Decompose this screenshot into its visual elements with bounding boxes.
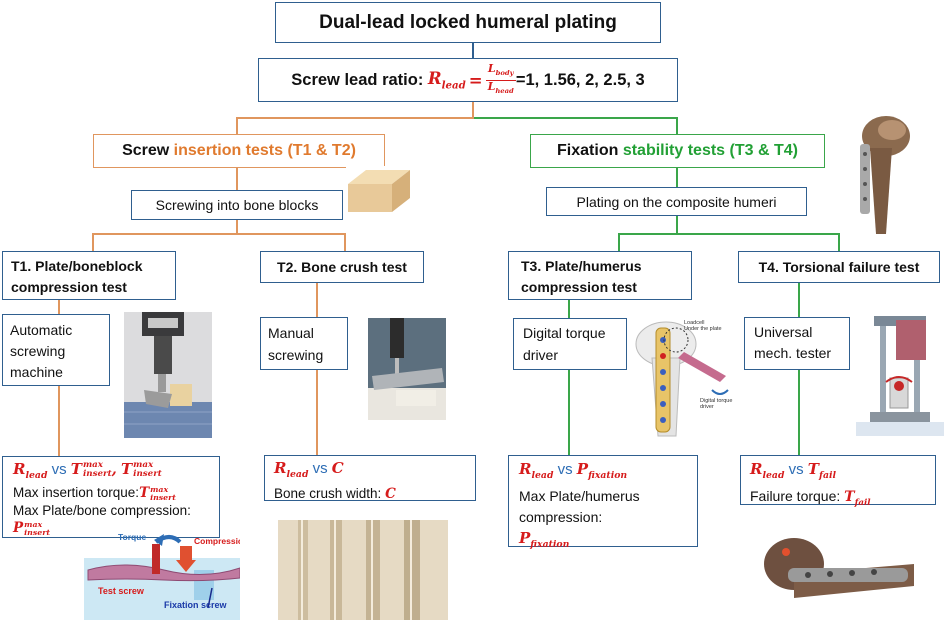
connector-line — [618, 233, 840, 235]
connector-line — [92, 233, 346, 235]
t3-method: Digital torque driver — [523, 325, 606, 363]
r-lead-symbol: Rlead — [427, 68, 466, 92]
connector-line — [236, 168, 238, 190]
t1-max-compression: Max Plate/bone compression: — [13, 503, 191, 518]
lead-ratio-values: =1, 1.56, 2, 2.5, 3 — [515, 70, 645, 89]
t2-result-box: Rlead vs C Bone crush width: C — [264, 455, 476, 502]
t4-method-box: Universal mech. tester — [744, 317, 850, 370]
connector-line — [474, 117, 677, 119]
torque-label: Torque — [118, 532, 147, 542]
connector-line — [568, 300, 570, 318]
lead-fraction: Lbody Lhead — [485, 63, 516, 96]
t4-title: T4. Torsional failure test — [758, 259, 920, 275]
connector-line — [236, 117, 474, 119]
connector-line — [58, 300, 60, 314]
connector-line — [236, 117, 238, 134]
fixation-tests-box: Fixation stability tests (T3 & T4) — [530, 134, 825, 168]
t3-method-box: Digital torque driver — [513, 318, 627, 370]
t3-relation: Rlead vs Pfixation — [519, 460, 628, 481]
fraction-numerator: Lbody — [485, 63, 516, 81]
under-plate-label: Under the plate — [684, 326, 722, 332]
insertion-tests-box: Screw insertion tests (T1 & T2) — [93, 134, 385, 168]
connector-line — [676, 117, 678, 134]
t1-method-box: Automatic screwing machine — [2, 314, 110, 386]
lead-ratio-box: Screw lead ratio: Rlead = Lbody Lhead =1… — [258, 58, 678, 102]
connector-line — [798, 370, 800, 455]
t3-p-fixation: Pfixation — [519, 529, 570, 550]
composite-humeri-label: Plating on the composite humeri — [576, 193, 777, 210]
compression-label: Compression — [194, 536, 240, 546]
connector-line — [676, 216, 678, 234]
t2-title: T2. Bone crush test — [277, 259, 407, 275]
t1-title-box: T1. Plate/boneblock compression test — [2, 251, 176, 300]
main-title-box: Dual-lead locked humeral plating — [275, 2, 661, 43]
insertion-highlight: insertion tests (T1 & T2) — [173, 142, 356, 159]
insertion-prefix: Screw — [122, 142, 174, 159]
t1-method: Automatic screwing machine — [10, 322, 73, 380]
mech-tester-image — [856, 316, 944, 436]
screw-insertion-illustration: Torque Compression Test screw Fixation s… — [84, 530, 240, 620]
t4-result-box: Rlead vs Tfail Failure torque: Tfail — [740, 455, 936, 508]
fixation-prefix: Fixation — [557, 142, 623, 159]
connector-line — [472, 43, 474, 59]
connector-line — [58, 386, 60, 456]
connector-line — [472, 102, 474, 118]
loadcell-label: Loadcell — [684, 320, 705, 326]
composite-humeri-box: Plating on the composite humeri — [546, 187, 807, 216]
connector-line — [236, 220, 238, 234]
connector-line — [676, 168, 678, 187]
t3-title-box: T3. Plate/humerus compression test — [508, 251, 692, 300]
plated-humerus-image — [846, 114, 914, 240]
failed-specimen-image — [758, 534, 914, 614]
humerus-text-labels: Loadcell Under the plate — [684, 320, 722, 332]
fixation-highlight: stability tests (T3 & T4) — [622, 142, 798, 159]
connector-line — [568, 370, 570, 455]
bone-crush-image — [278, 520, 448, 620]
connector-line — [316, 370, 318, 455]
connector-line — [618, 233, 620, 251]
connector-line — [92, 233, 94, 251]
lead-ratio-label: Screw lead ratio: — [291, 70, 424, 89]
fraction-denominator: Lhead — [487, 79, 514, 95]
bone-block-image — [346, 166, 412, 214]
connector-line — [798, 283, 800, 317]
test-screw-label: Test screw — [98, 586, 144, 596]
t2-crush-width: Bone crush width: C — [274, 486, 396, 502]
t2-method: Manual screwing — [268, 325, 324, 363]
connector-line — [344, 233, 346, 251]
t4-failure-torque: Failure torque: Tfail — [750, 488, 871, 508]
t2-title-box: T2. Bone crush test — [260, 251, 424, 283]
t3-max-compression: Max Plate/humerus compression: — [519, 488, 640, 525]
t3-title: T3. Plate/humerus compression test — [521, 258, 642, 295]
bone-blocks-label: Screwing into bone blocks — [155, 197, 319, 213]
t2-relation: Rlead vs C — [274, 459, 344, 480]
t2-method-box: Manual screwing — [260, 317, 348, 370]
bone-blocks-box: Screwing into bone blocks — [131, 190, 343, 220]
manual-screwing-image — [368, 318, 446, 420]
connector-line — [838, 233, 840, 251]
t1-title: T1. Plate/boneblock compression test — [11, 258, 143, 295]
t4-relation: Rlead vs Tfail — [750, 460, 837, 481]
t4-method: Universal mech. tester — [754, 324, 832, 361]
screwing-machine-image — [124, 312, 212, 438]
t4-title-box: T4. Torsional failure test — [738, 251, 940, 283]
connector-line — [316, 283, 318, 317]
equals-sign: = — [468, 70, 483, 90]
digital-driver-label: Digital torque driver — [700, 398, 733, 410]
humerus-diagram-image: Loadcell Under the plate Digital torque … — [628, 318, 738, 438]
t3-result-box: Rlead vs Pfixation Max Plate/humerus com… — [508, 455, 698, 550]
fixation-screw-label: Fixation screw — [164, 600, 227, 610]
main-title: Dual-lead locked humeral plating — [319, 11, 617, 33]
